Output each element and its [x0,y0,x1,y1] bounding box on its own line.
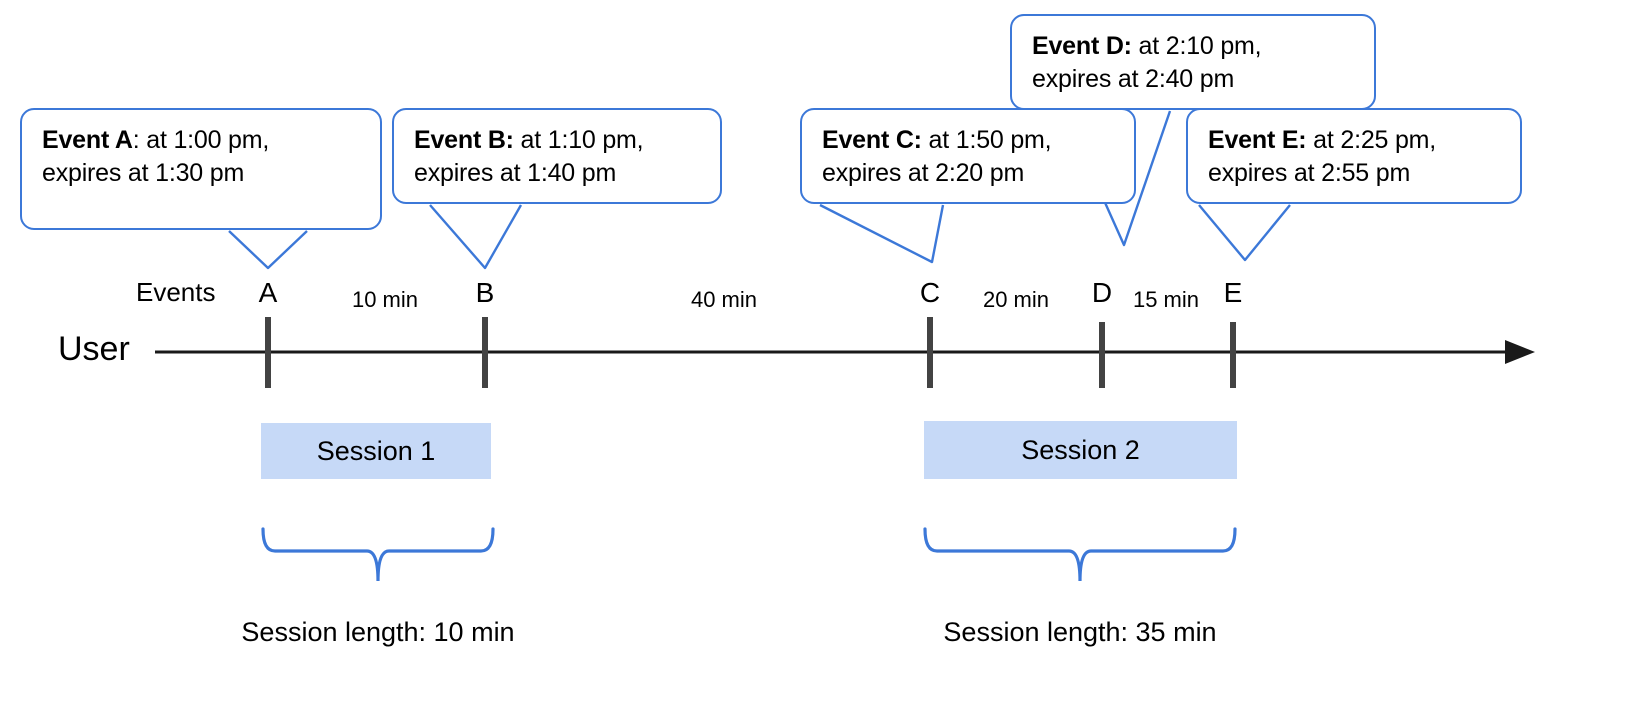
session-2-block[interactable]: Session 2 [924,421,1237,479]
axis-row-label-user: User [58,330,130,368]
callout-event-a-time: : at 1:00 pm, [132,126,270,154]
callout-tail-b [429,204,523,270]
callout-event-b-time: at 1:10 pm, [513,126,644,154]
callout-event-e[interactable]: Event E: at 2:25 pm, expires at 2:55 pm [1186,108,1522,204]
callout-event-e-title: Event E: [1208,126,1307,154]
callout-event-d-line2: expires at 2:40 pm [1032,65,1235,94]
session-1-length-caption: Session length: 10 min [241,617,515,647]
axis-events-label: Events [136,277,216,307]
event-marker-label-a: A [258,277,278,308]
session-1-block[interactable]: Session 1 [261,423,491,479]
callout-tail-c [819,203,945,264]
callout-event-d-time: at 2:10 pm, [1131,32,1262,60]
callout-event-e-time: at 2:25 pm, [1306,126,1437,154]
gap-label-c-d: 20 min [982,287,1050,312]
callout-event-c-line1: Event C: at 1:50 pm, [822,124,1116,157]
callout-event-d-title: Event D: [1032,32,1132,60]
callout-event-b-line2: expires at 1:40 pm [414,159,617,188]
event-marker-label-d: D [1091,277,1113,308]
callout-tail-e [1198,204,1291,262]
callout-event-a-line2: expires at 1:30 pm [42,159,245,188]
session-1-label: Session 1 [316,435,436,466]
event-marker-label-e: E [1223,277,1243,308]
callout-event-b-line1: Event B: at 1:10 pm, [414,124,702,157]
callout-event-c-line2: expires at 2:20 pm [822,159,1025,188]
session-2-length-caption: Session length: 35 min [943,617,1217,647]
gap-label-b-c: 40 min [690,287,758,312]
callout-event-a-title: Event A [42,126,133,154]
callout-event-a-line1: Event A: at 1:00 pm, [42,124,362,157]
callout-event-e-line1: Event E: at 2:25 pm, [1208,124,1502,157]
callout-event-c-title: Event C: [822,126,922,154]
callout-event-c-time: at 1:50 pm, [921,126,1052,154]
callout-event-e-line2: expires at 2:55 pm [1208,159,1411,188]
session-2-label: Session 2 [1021,434,1140,465]
gap-label-d-e: 15 min [1132,287,1200,312]
callout-event-d[interactable]: Event D: at 2:10 pm, expires at 2:40 pm [1010,14,1376,110]
gap-label-a-b: 10 min [351,287,419,312]
event-marker-label-c: C [919,277,941,308]
callout-event-b-title: Event B: [414,126,514,154]
session-2-brace [923,527,1237,582]
event-marker-label-b: B [475,277,495,308]
callout-tail-a [228,230,308,270]
callout-event-c[interactable]: Event C: at 1:50 pm, expires at 2:20 pm [800,108,1136,204]
callout-event-d-line1: Event D: at 2:10 pm, [1032,30,1356,63]
session-1-brace [261,527,495,582]
callout-event-b[interactable]: Event B: at 1:10 pm, expires at 1:40 pm [392,108,722,204]
callout-event-a[interactable]: Event A: at 1:00 pm, expires at 1:30 pm [20,108,382,230]
